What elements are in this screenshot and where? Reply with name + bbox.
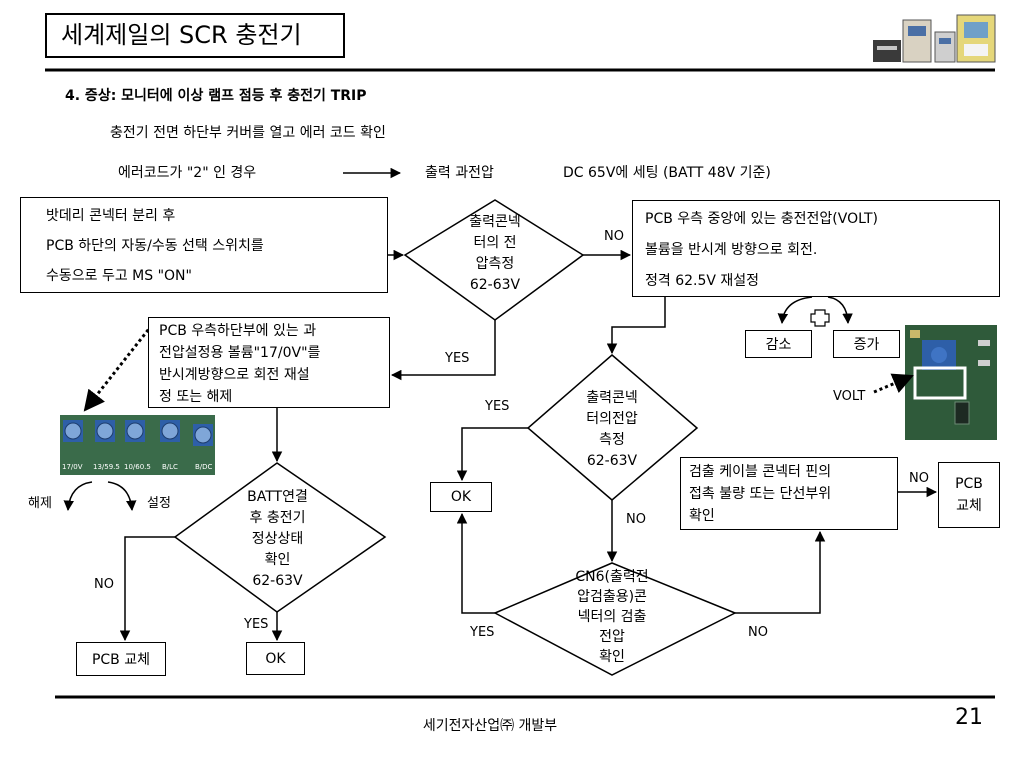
yes-label: YES bbox=[485, 399, 510, 414]
release-label: 해제 bbox=[28, 496, 52, 511]
diamond-cn6-line: 넥터의 검출 bbox=[577, 609, 647, 625]
no-label: NO bbox=[748, 625, 768, 640]
box-volt-line: 정격 62.5V 재설정 bbox=[645, 273, 760, 289]
page-title: 세계제일의 SCR 충전기 bbox=[45, 13, 345, 58]
diamond-measure2-text: 출력콘넥 터의전압 측정 62-63V bbox=[552, 388, 672, 472]
diamond-measure2-line: 측정 bbox=[599, 432, 625, 448]
no-label: NO bbox=[604, 229, 624, 244]
error-setting: DC 65V에 세팅 (BATT 48V 기준) bbox=[563, 165, 771, 181]
diamond-measure2-line: 출력콘넥 bbox=[586, 390, 638, 406]
pcb-replace-line: 교체 bbox=[956, 498, 982, 514]
diamond-cn6-text: CN6(출력전 압검출용)콘 넥터의 검출 전압 확인 bbox=[532, 567, 692, 667]
diamond-measure-line: 압측정 bbox=[475, 256, 515, 272]
diamond-cn6 bbox=[493, 562, 737, 676]
knob-label: 17/0V bbox=[62, 463, 83, 471]
box-start: 밧데리 콘넥터 분리 후 PCB 하단의 자동/수동 선택 스위치를 수동으로 … bbox=[20, 197, 388, 293]
rotate-cross-icon bbox=[810, 309, 830, 327]
section-heading: 4. 증상: 모니터에 이상 램프 점등 후 충전기 TRIP bbox=[65, 88, 367, 104]
error-condition: 에러코드가 "2" 인 경우 bbox=[118, 165, 257, 181]
knob-label: 10/60.5 bbox=[124, 463, 151, 471]
pcb-replace-line: PCB bbox=[955, 476, 983, 492]
diamond-cn6-line: 압검출용)콘 bbox=[577, 589, 647, 605]
box-start-line: 밧데리 콘넥터 분리 후 bbox=[46, 208, 176, 224]
box-cable-line: 검출 케이블 콘넥터 핀의 bbox=[689, 464, 832, 480]
increase-arc bbox=[827, 296, 853, 325]
knob-label: B/LC bbox=[162, 463, 178, 471]
set-arc bbox=[107, 481, 137, 512]
diamond-batt-line: BATT연결 bbox=[247, 489, 308, 505]
no-label: NO bbox=[94, 577, 114, 592]
charger-product-photo bbox=[873, 14, 996, 63]
error-result: 출력 과전압 bbox=[425, 165, 494, 181]
box-volt-line: 볼륨을 반시계 방향으로 회전. bbox=[645, 242, 818, 258]
instruction-text: 충전기 전면 하단부 커버를 열고 에러 코드 확인 bbox=[110, 125, 386, 141]
box-start-line: 수동으로 두고 MS "ON" bbox=[46, 268, 192, 284]
page-number: 21 bbox=[955, 705, 983, 730]
connector-batt-no bbox=[119, 536, 175, 642]
ok-box-mid: OK bbox=[430, 482, 492, 512]
box-ovp-line: 정 또는 해제 bbox=[159, 389, 233, 405]
no-label: NO bbox=[626, 512, 646, 527]
no-label: NO bbox=[909, 471, 929, 486]
yes-label: YES bbox=[445, 351, 470, 366]
increase-box: 증가 bbox=[833, 330, 900, 358]
decrease-box: 감소 bbox=[745, 330, 812, 358]
diamond-batt-text: BATT연결 후 충전기 정상상태 확인 62-63V bbox=[205, 487, 350, 592]
box-ovp-line: PCB 우측하단부에 있는 과 bbox=[159, 323, 317, 339]
box-start-line: PCB 하단의 자동/수동 선택 스위치를 bbox=[46, 238, 264, 254]
diamond-measure2-line: 62-63V bbox=[586, 453, 638, 469]
decrease-arc bbox=[777, 296, 813, 325]
connector-volt-to-measure2 bbox=[606, 297, 666, 355]
knob-label: 13/59.5 bbox=[93, 463, 120, 471]
box-cable: 검출 케이블 콘넥터 핀의 접촉 불량 또는 단선부위 확인 bbox=[680, 457, 898, 530]
connector-measure2-yes bbox=[456, 427, 528, 482]
diamond-cn6-line: 확인 bbox=[599, 649, 625, 665]
box-ovp: PCB 우측하단부에 있는 과 전압설정용 볼륨"17/0V"를 반시계방향으로… bbox=[148, 317, 390, 408]
footer-company: 세기전자산업㈜ 개발부 bbox=[422, 718, 558, 734]
box-volt: PCB 우측 중앙에 있는 충전전압(VOLT) 볼륨을 반시계 방향으로 회전… bbox=[632, 200, 1000, 297]
diamond-batt-line: 확인 bbox=[264, 552, 291, 568]
box-cable-line: 확인 bbox=[689, 508, 715, 524]
diamond-measure-line: 62-63V bbox=[469, 277, 521, 293]
pcb-replace-box-right: PCB 교체 bbox=[938, 462, 1000, 528]
knob-pointer-arrow bbox=[83, 324, 154, 412]
ok-box-left: OK bbox=[246, 642, 305, 675]
connector-cn6-no bbox=[735, 530, 826, 614]
pcb-replace-box-left: PCB 교체 bbox=[76, 642, 166, 676]
box-volt-line: PCB 우측 중앙에 있는 충전전압(VOLT) bbox=[645, 211, 879, 227]
box-ovp-line: 반시계방향으로 회전 재설 bbox=[159, 367, 310, 383]
set-label: 설정 bbox=[147, 496, 171, 511]
release-arc bbox=[63, 481, 93, 512]
knob-label: B/DC bbox=[195, 463, 213, 471]
yes-label: YES bbox=[244, 617, 269, 632]
diamond-measure-text: 출력콘넥 터의 전 압측정 62-63V bbox=[430, 212, 560, 296]
volt-pot-photo bbox=[905, 325, 997, 440]
diamond-measure-line: 터의 전 bbox=[473, 235, 517, 251]
diamond-batt-line: 62-63V bbox=[252, 573, 303, 589]
connector-cn6-yes bbox=[456, 512, 495, 614]
pcb-knob-photo bbox=[60, 415, 215, 475]
box-ovp-line: 전압설정용 볼륨"17/0V"를 bbox=[159, 345, 321, 361]
diamond-cn6-line: 전압 bbox=[599, 629, 625, 645]
connector-measure-yes bbox=[390, 320, 496, 381]
diamond-measure2-line: 터의전압 bbox=[586, 411, 638, 427]
volt-label: VOLT bbox=[833, 389, 866, 404]
diamond-batt-line: 정상상태 bbox=[251, 531, 304, 547]
diamond-batt-line: 후 충전기 bbox=[249, 510, 306, 526]
diamond-cn6-line: CN6(출력전 bbox=[575, 569, 649, 585]
diamond-measure-line: 출력콘넥 bbox=[469, 214, 521, 230]
volt-pointer-arrow bbox=[873, 373, 914, 394]
yes-label: YES bbox=[470, 625, 495, 640]
box-cable-line: 접촉 불량 또는 단선부위 bbox=[689, 486, 832, 502]
